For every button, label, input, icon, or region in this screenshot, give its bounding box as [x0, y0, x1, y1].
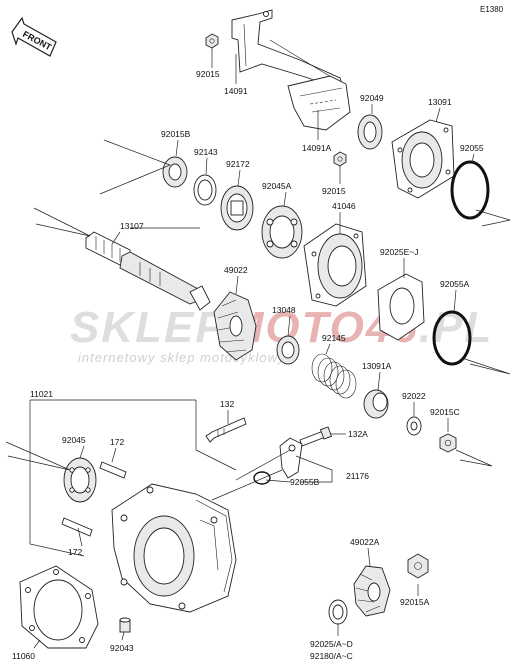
label-92025E-J: 92025E~J [380, 247, 419, 257]
label-92015-top: 92015 [196, 69, 220, 79]
label-92015A: 92015A [400, 597, 430, 607]
o-ring-92055 [450, 160, 490, 220]
label-92145: 92145 [322, 333, 346, 343]
label-92043: 92043 [110, 643, 134, 653]
housing-13091 [391, 119, 455, 199]
stud-172-bottom [61, 517, 93, 537]
label-11060: 11060 [12, 651, 35, 661]
shaft-13107 [85, 231, 211, 311]
nut-92015-mid [333, 151, 347, 167]
label-92022: 92022 [402, 391, 426, 401]
nut-92015B [162, 156, 188, 188]
nut-92015A [407, 553, 429, 579]
label-13048: 13048 [272, 305, 296, 315]
gasket-11060 [19, 565, 99, 649]
stud-172-top [99, 461, 127, 479]
cap-13091A [363, 389, 389, 419]
label-92049: 92049 [360, 93, 384, 103]
bolt-132A [299, 426, 333, 447]
collar-92172 [220, 185, 254, 231]
nut-92015-top [205, 33, 219, 49]
gear-case-11021 [111, 483, 237, 613]
shim-92025E-J [377, 273, 425, 341]
washer-92022 [406, 416, 422, 436]
bracket-14091A [287, 75, 351, 131]
sleeve-13048 [276, 335, 300, 365]
label-13091: 13091 [428, 97, 452, 107]
bearing-housing-41046 [303, 223, 367, 307]
oil-seal-92049 [357, 114, 383, 150]
gear-49022A [353, 565, 391, 617]
washer-92143 [193, 174, 217, 206]
shim-92025-92180 [328, 599, 348, 625]
bracket-14091 [231, 9, 345, 91]
label-11021: 11021 [30, 389, 53, 399]
front-arrow-icon: FRONT [11, 16, 57, 57]
label-92015-mid: 92015 [322, 186, 346, 196]
label-92055: 92055 [460, 143, 484, 153]
watermark-tagline: internetowy sklep motocyklowy [78, 350, 286, 365]
label-49022A: 49022A [350, 537, 380, 547]
spring-92145 [311, 353, 357, 399]
label-92025-A-D: 92025/A~D [310, 639, 353, 649]
sensor-21176 [279, 437, 303, 479]
leader-lines [5, 48, 511, 649]
label-132A: 132A [348, 429, 368, 439]
label-13107: 13107 [120, 221, 144, 231]
label-172-bottom: 172 [68, 547, 82, 557]
label-132: 132 [220, 399, 234, 409]
label-92055B: 92055B [290, 477, 320, 487]
label-92172: 92172 [226, 159, 250, 169]
label-14091A: 14091A [302, 143, 332, 153]
part-labels: 92015 14091 92049 13091 14091A 92015B 92… [12, 69, 484, 661]
nut-92015C [439, 433, 457, 453]
label-92015C: 92015C [430, 407, 460, 417]
o-ring-92055B [253, 471, 271, 485]
label-92055A: 92055A [440, 279, 470, 289]
diagram-code: E1380 [480, 5, 504, 14]
label-172-top: 172 [110, 437, 124, 447]
label-92015B: 92015B [161, 129, 191, 139]
dowel-pin-92043 [119, 617, 131, 633]
bolt-132 [205, 417, 247, 443]
label-13091A: 13091A [362, 361, 392, 371]
label-49022: 49022 [224, 265, 248, 275]
bevel-gear-49022 [213, 291, 257, 361]
label-14091: 14091 [224, 86, 248, 96]
label-92045A: 92045A [262, 181, 292, 191]
label-92180-A-C: 92180/A~C [310, 651, 353, 661]
bearing-92045 [63, 457, 97, 503]
bearing-92045A [261, 205, 303, 259]
label-92143: 92143 [194, 147, 218, 157]
o-ring-92055A [432, 310, 472, 366]
label-21176: 21176 [346, 471, 369, 481]
label-92045: 92045 [62, 435, 86, 445]
label-41046: 41046 [332, 201, 356, 211]
